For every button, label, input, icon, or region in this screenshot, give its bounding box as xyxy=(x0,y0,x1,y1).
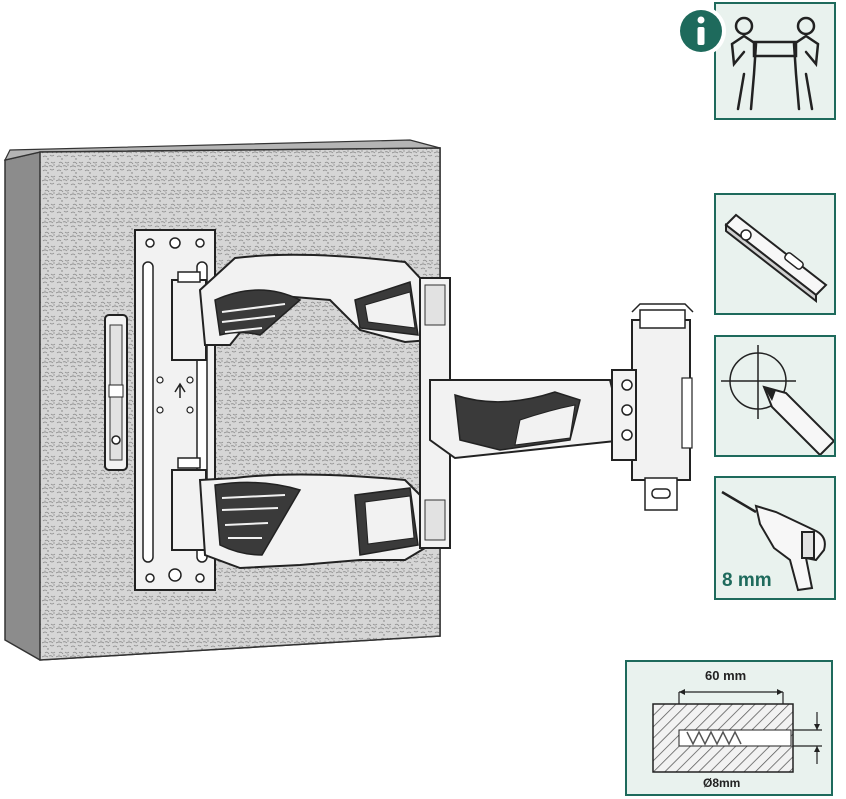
pencil-mark-panel xyxy=(714,335,836,457)
anchor-panel: 60 mm Ø8mm xyxy=(625,660,833,796)
anchor-depth-label: 60 mm xyxy=(705,668,747,683)
tv-bracket-head xyxy=(611,303,694,511)
wall-anchor-cross-section-icon xyxy=(652,689,822,773)
two-person-panel xyxy=(714,2,836,120)
two-person-lift-icon xyxy=(730,16,820,111)
upper-arm xyxy=(198,253,432,346)
info-icon xyxy=(676,6,726,56)
drill-panel: 8 mm xyxy=(714,476,836,600)
wall xyxy=(3,139,441,661)
forearm xyxy=(429,379,627,460)
hinge-column xyxy=(171,271,207,551)
side-rail xyxy=(104,314,128,471)
spirit-level-panel xyxy=(714,193,836,315)
spirit-level-icon xyxy=(724,213,828,304)
elbow-joint xyxy=(419,277,451,549)
lower-arm xyxy=(198,473,432,570)
drill-size-label: 8 mm xyxy=(722,570,772,591)
power-drill-icon xyxy=(721,490,826,592)
pencil-mark-icon xyxy=(721,345,836,457)
anchor-diameter-label: Ø8mm xyxy=(703,776,741,790)
